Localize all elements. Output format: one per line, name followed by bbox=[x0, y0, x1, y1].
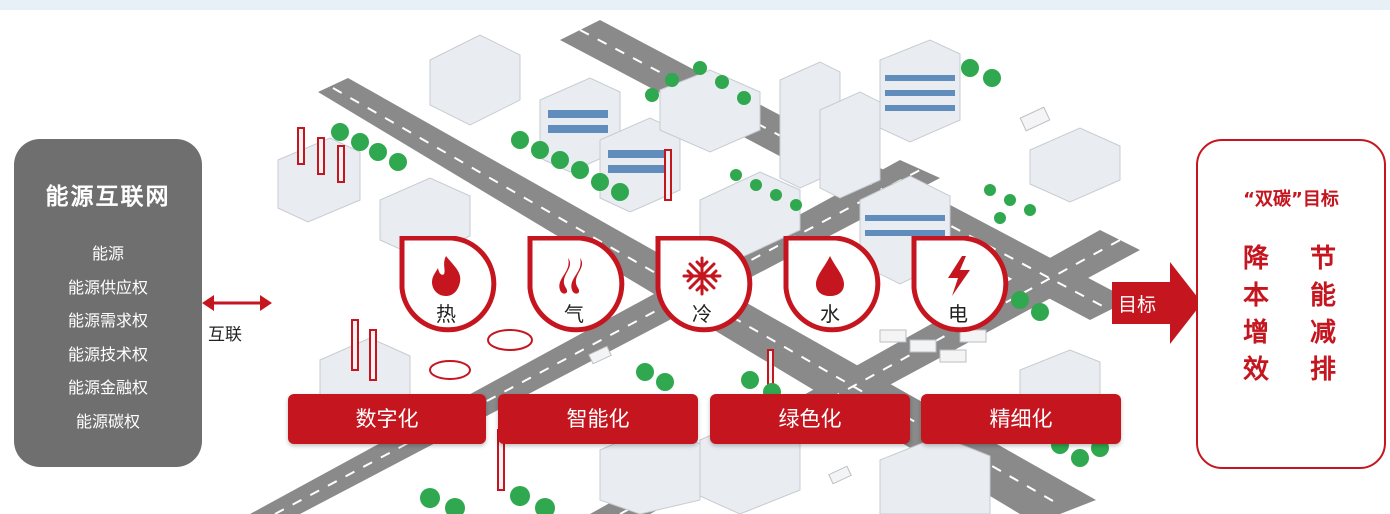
target-arrow-icon bbox=[1112, 262, 1202, 344]
panel-title: “双碳”目标 bbox=[1243, 189, 1339, 210]
icon-label: 热 bbox=[436, 302, 456, 326]
green-bar: 绿色化 bbox=[710, 394, 910, 444]
goal-char: 降 bbox=[1242, 244, 1269, 274]
goal-char: 本 bbox=[1242, 281, 1269, 311]
gas-badge: 气 bbox=[522, 236, 626, 346]
digitalization-bar: 数字化 bbox=[288, 394, 486, 444]
gas-flame-icon bbox=[559, 258, 583, 294]
interconnect-label: 互联 bbox=[208, 325, 242, 345]
goal-char: 减 bbox=[1309, 318, 1336, 348]
double-arrow-icon bbox=[202, 295, 272, 311]
list-item: 能源 bbox=[91, 244, 124, 263]
goal-char: 节 bbox=[1309, 244, 1336, 274]
water-badge: 水 bbox=[778, 236, 882, 346]
intelligence-bar: 智能化 bbox=[498, 394, 698, 444]
icon-label: 水 bbox=[820, 302, 840, 326]
list-item: 能源需求权 bbox=[67, 311, 148, 330]
icon-label: 气 bbox=[564, 302, 584, 326]
lightning-icon bbox=[948, 256, 970, 296]
chimneys bbox=[297, 127, 774, 491]
snowflake-icon bbox=[682, 256, 722, 296]
list-item: 能源金融权 bbox=[67, 378, 148, 397]
goal-char: 效 bbox=[1242, 355, 1269, 385]
water-drop-icon bbox=[816, 256, 844, 296]
list-item: 能源技术权 bbox=[67, 344, 148, 364]
energy-rights-list: 能源 能源供应权 能源需求权 能源技术权 能源金融权 能源碳权 bbox=[14, 237, 202, 438]
top-band bbox=[0, 0, 1390, 10]
target-arrow-label: 目标 bbox=[1118, 294, 1157, 316]
icon-label: 电 bbox=[948, 302, 968, 326]
road-markings bbox=[274, 29, 1121, 514]
building-windows bbox=[548, 75, 955, 236]
fire-icon bbox=[432, 256, 461, 296]
list-item: 能源碳权 bbox=[75, 411, 140, 431]
energy-saving-column: 节 能 减 排 bbox=[1303, 241, 1343, 389]
goal-char: 排 bbox=[1309, 355, 1336, 385]
energy-internet-panel: 能源互联网 能源 能源供应权 能源需求权 能源技术权 能源金融权 能源碳权 bbox=[14, 139, 202, 467]
cost-efficiency-column: 降 本 增 效 bbox=[1236, 241, 1276, 389]
refinement-bar: 精细化 bbox=[921, 394, 1121, 444]
icon-label: 冷 bbox=[692, 302, 712, 326]
trees bbox=[331, 59, 1109, 514]
cold-badge: 冷 bbox=[650, 236, 754, 346]
panel-title: 能源互联网 bbox=[45, 184, 171, 210]
electricity-badge: 电 bbox=[906, 236, 1010, 346]
heat-badge: 热 bbox=[394, 236, 498, 346]
goal-char: 能 bbox=[1309, 281, 1336, 311]
list-item: 能源供应权 bbox=[67, 277, 148, 297]
storage-tanks bbox=[429, 329, 533, 380]
goal-char: 增 bbox=[1242, 318, 1269, 348]
vehicles bbox=[588, 106, 1051, 485]
dual-carbon-panel: “双碳”目标 降 本 增 效 节 能 减 排 bbox=[1196, 139, 1386, 469]
